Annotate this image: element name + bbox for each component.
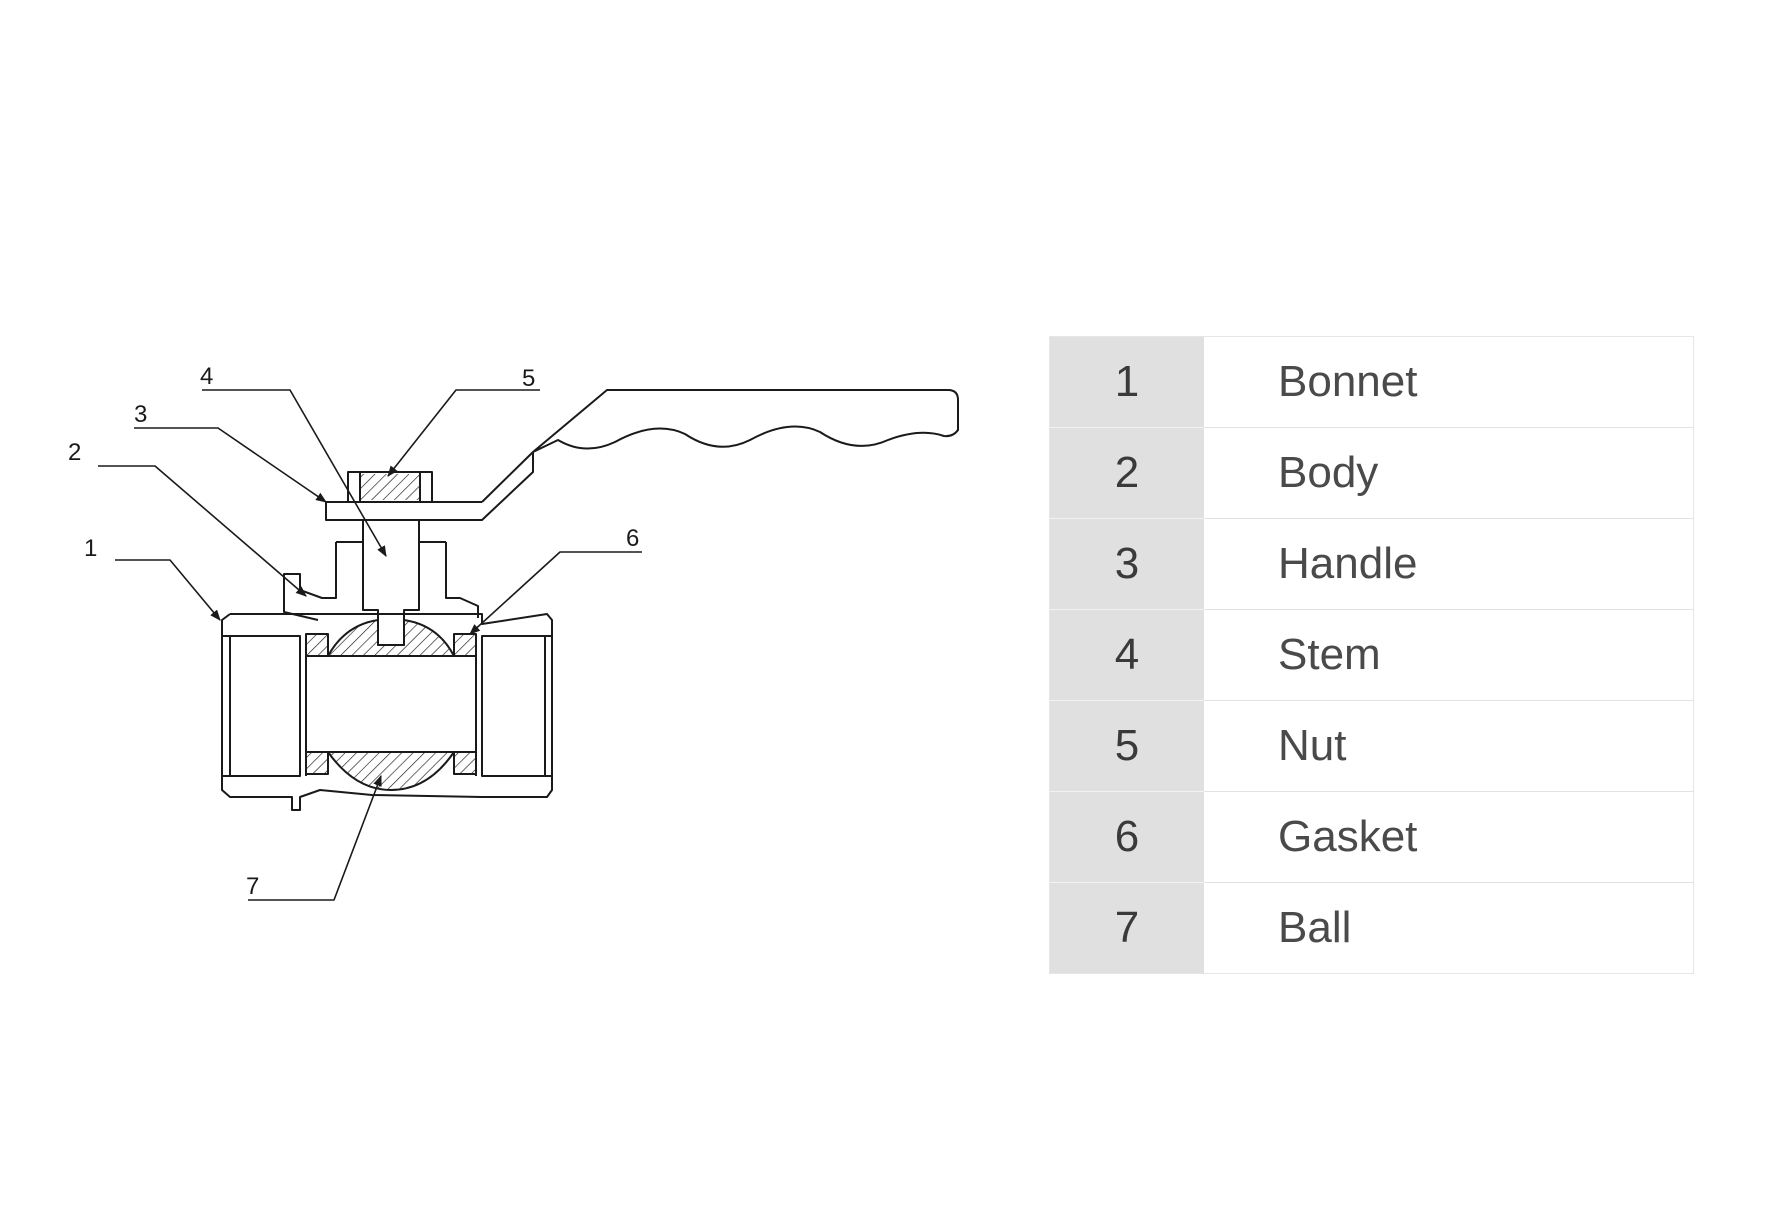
part-number: 7 (1049, 882, 1204, 974)
ball (327, 619, 455, 791)
leader-7 (248, 774, 382, 901)
part-number: 2 (1049, 427, 1204, 519)
bonnet-neck (283, 541, 479, 621)
part-name: Body (1204, 427, 1694, 519)
part-name: Ball (1204, 882, 1694, 974)
part-number: 5 (1049, 700, 1204, 792)
leader-5 (387, 389, 540, 477)
part-name: Bonnet (1204, 336, 1694, 428)
leader-lines (98, 389, 642, 901)
table-row: 1 Bonnet (1049, 336, 1694, 428)
table-row: 7 Ball (1049, 882, 1694, 974)
table-row: 4 Stem (1049, 609, 1694, 701)
table-row: 6 Gasket (1049, 791, 1694, 883)
callout-number: 2 (68, 439, 81, 466)
table-row: 3 Handle (1049, 518, 1694, 610)
part-number: 3 (1049, 518, 1204, 610)
callout-number: 3 (134, 401, 147, 428)
table-row: 5 Nut (1049, 700, 1694, 792)
part-number: 4 (1049, 609, 1204, 701)
part-name: Stem (1204, 609, 1694, 701)
nut (347, 471, 433, 503)
callout-number: 4 (200, 363, 213, 390)
leader-6 (469, 551, 642, 635)
part-name: Gasket (1204, 791, 1694, 883)
parts-legend-table: 1 Bonnet 2 Body 3 Handle 4 Stem 5 Nut 6 … (1049, 336, 1694, 974)
leader-4 (202, 389, 387, 557)
gaskets (305, 633, 477, 775)
part-number: 6 (1049, 791, 1204, 883)
callout-number: 6 (626, 525, 639, 552)
part-name: Nut (1204, 700, 1694, 792)
callout-number: 5 (522, 365, 535, 392)
table-row: 2 Body (1049, 427, 1694, 519)
callout-number: 1 (84, 535, 97, 562)
leader-1 (115, 559, 221, 621)
callout-labels: 1 2 3 4 5 6 7 (68, 363, 639, 900)
callout-number: 7 (246, 873, 259, 900)
leader-2 (98, 465, 307, 597)
part-number: 1 (1049, 336, 1204, 428)
part-name: Handle (1204, 518, 1694, 610)
leader-3 (134, 427, 327, 503)
